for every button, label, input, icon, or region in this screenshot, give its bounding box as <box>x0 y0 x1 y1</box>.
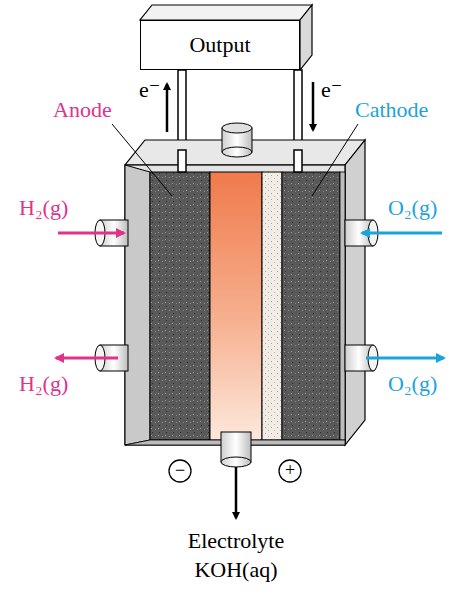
gas-label: H₂(g) <box>19 370 68 399</box>
gas-label: O₂(g) <box>388 370 437 399</box>
node-text: Output <box>189 32 250 58</box>
output-box: Output <box>140 20 300 70</box>
terminal-sign: + <box>285 459 295 482</box>
electrode-label: Cathode <box>355 96 428 125</box>
gas-label: H₂(g) <box>19 194 68 223</box>
electrode-label: Anode <box>53 96 112 125</box>
electron-label: e⁻ <box>139 76 160 105</box>
electrolyte-label: Electrolyte KOH(aq) <box>176 527 296 584</box>
electron-label: e⁻ <box>321 76 342 105</box>
gas-label: O₂(g) <box>388 194 437 223</box>
terminal-sign: − <box>175 459 185 482</box>
